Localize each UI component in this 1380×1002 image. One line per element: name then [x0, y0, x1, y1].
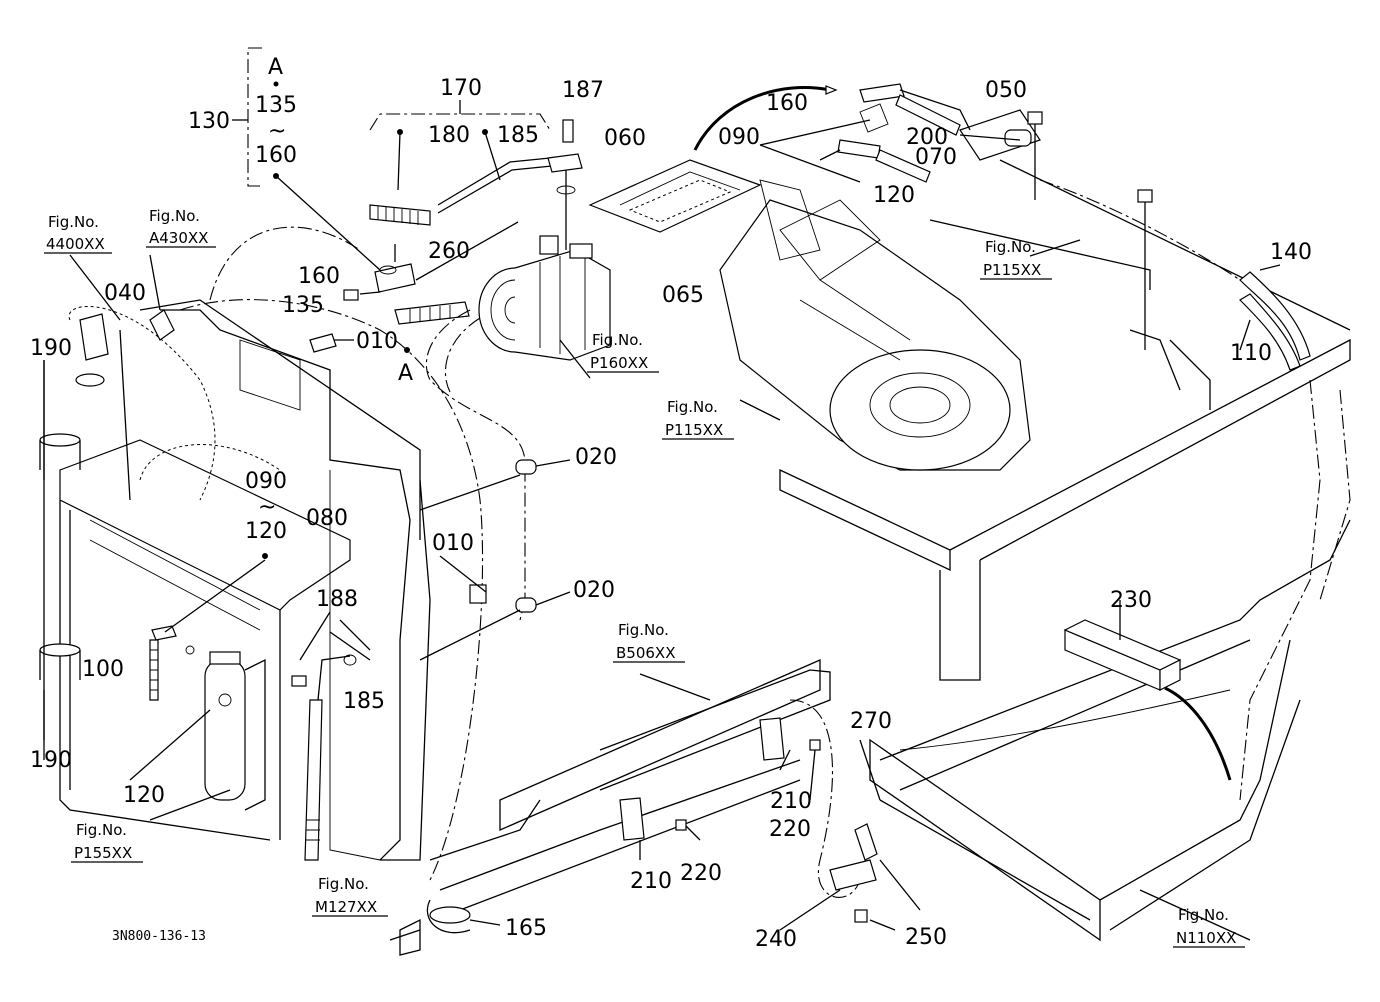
callout-200: 200 — [906, 125, 948, 150]
callout-190-top: 190 — [30, 336, 72, 361]
callout-010-mid: 010 — [432, 531, 474, 556]
fig-ref-number: M127XX — [315, 898, 377, 916]
fig-ref-label: Fig.No. — [48, 213, 99, 231]
callout-270: 270 — [850, 709, 892, 734]
callout-210-mid: 210 — [630, 869, 672, 894]
callout-160-mid: 160 — [298, 264, 340, 289]
fig-ref-4400xx: Fig.No. 4400XX — [44, 213, 112, 254]
fig-ref-p115xx-top: Fig.No. P115XX — [980, 238, 1052, 280]
callout-135-mid: 135 — [282, 293, 324, 318]
drawing-code: 3N800-136-13 — [112, 929, 206, 944]
fig-ref-number: N110XX — [1176, 929, 1236, 947]
callout-250: 250 — [905, 925, 947, 950]
fig-ref-b506xx: Fig.No. B506XX — [613, 621, 685, 663]
callout-230: 230 — [1110, 588, 1152, 613]
fig-ref-number: P160XX — [590, 354, 648, 372]
tilde-top: ~ — [268, 119, 286, 144]
fig-ref-label: Fig.No. — [149, 207, 200, 225]
callout-160-top: 160 — [255, 143, 297, 168]
callout-120-right: 120 — [873, 183, 915, 208]
callout-a-top: A — [268, 55, 283, 80]
callouts: 130 A 135 ~ 160 170 180 185 187 060 160 … — [30, 55, 1312, 952]
callout-180: 180 — [428, 123, 470, 148]
callout-065: 065 — [662, 283, 704, 308]
callout-120-bot: 120 — [123, 783, 165, 808]
fig-ref-label: Fig.No. — [318, 875, 369, 893]
callout-190-bot: 190 — [30, 748, 72, 773]
callout-220-right: 220 — [769, 817, 811, 842]
callout-140: 140 — [1270, 240, 1312, 265]
fig-ref-number: B506XX — [616, 644, 675, 662]
callout-187: 187 — [562, 78, 604, 103]
fig-ref-number: 4400XX — [46, 235, 105, 253]
callout-188: 188 — [316, 587, 358, 612]
callout-130: 130 — [188, 109, 230, 134]
callout-080: 080 — [306, 506, 348, 531]
fig-ref-label: Fig.No. — [1178, 906, 1229, 924]
callout-060: 060 — [604, 126, 646, 151]
fig-ref-a430xx: Fig.No. A430XX — [146, 207, 216, 248]
fig-ref-number: P115XX — [983, 261, 1041, 279]
receiver-drier — [204, 651, 266, 811]
callout-a-bot: A — [398, 361, 413, 386]
callout-090-left: 090 — [245, 469, 287, 494]
line-art — [39, 47, 1351, 956]
fig-ref-p155xx: Fig.No. P155XX — [71, 821, 143, 863]
callout-170: 170 — [440, 76, 482, 101]
callout-185-top: 185 — [497, 123, 539, 148]
callout-210-right: 210 — [770, 789, 812, 814]
callout-120-left: 120 — [245, 519, 287, 544]
callout-165: 165 — [505, 916, 547, 941]
callout-040: 040 — [104, 281, 146, 306]
callout-050: 050 — [985, 78, 1027, 103]
callout-110: 110 — [1230, 341, 1272, 366]
evaporator-unit — [719, 179, 1031, 471]
callout-020-top: 020 — [575, 445, 617, 470]
fig-ref-label: Fig.No. — [592, 331, 643, 349]
lower-frame — [399, 659, 831, 956]
callout-070: 070 — [915, 145, 957, 170]
callout-135-top: 135 — [255, 93, 297, 118]
fig-ref-label: Fig.No. — [667, 398, 718, 416]
callout-010-top: 010 — [356, 329, 398, 354]
callout-185-bot: 185 — [343, 689, 385, 714]
callout-240: 240 — [755, 927, 797, 952]
fig-ref-number: P115XX — [665, 421, 723, 439]
compressor — [478, 235, 611, 361]
fig-ref-label: Fig.No. — [618, 621, 669, 639]
upper-frame — [779, 109, 1351, 681]
callout-260: 260 — [428, 239, 470, 264]
fig-ref-p160xx: Fig.No. P160XX — [587, 331, 659, 373]
callout-220-mid: 220 — [680, 861, 722, 886]
fig-ref-label: Fig.No. — [76, 821, 127, 839]
figure-references: Fig.No. 4400XX Fig.No. A430XX Fig.No. P1… — [44, 207, 1245, 948]
fig-ref-number: P155XX — [74, 844, 132, 862]
callout-020-bot: 020 — [573, 578, 615, 603]
fig-ref-number: A430XX — [149, 229, 208, 247]
callout-100: 100 — [82, 657, 124, 682]
callout-160-right: 160 — [766, 91, 808, 116]
tilde-left: ~ — [258, 495, 276, 520]
fig-ref-p115xx-mid: Fig.No. P115XX — [662, 398, 734, 440]
callout-090-right: 090 — [718, 125, 760, 150]
fig-ref-n110xx: Fig.No. N110XX — [1173, 906, 1245, 948]
fig-ref-m127xx: Fig.No. M127XX — [312, 875, 388, 917]
fig-ref-label: Fig.No. — [985, 238, 1036, 256]
